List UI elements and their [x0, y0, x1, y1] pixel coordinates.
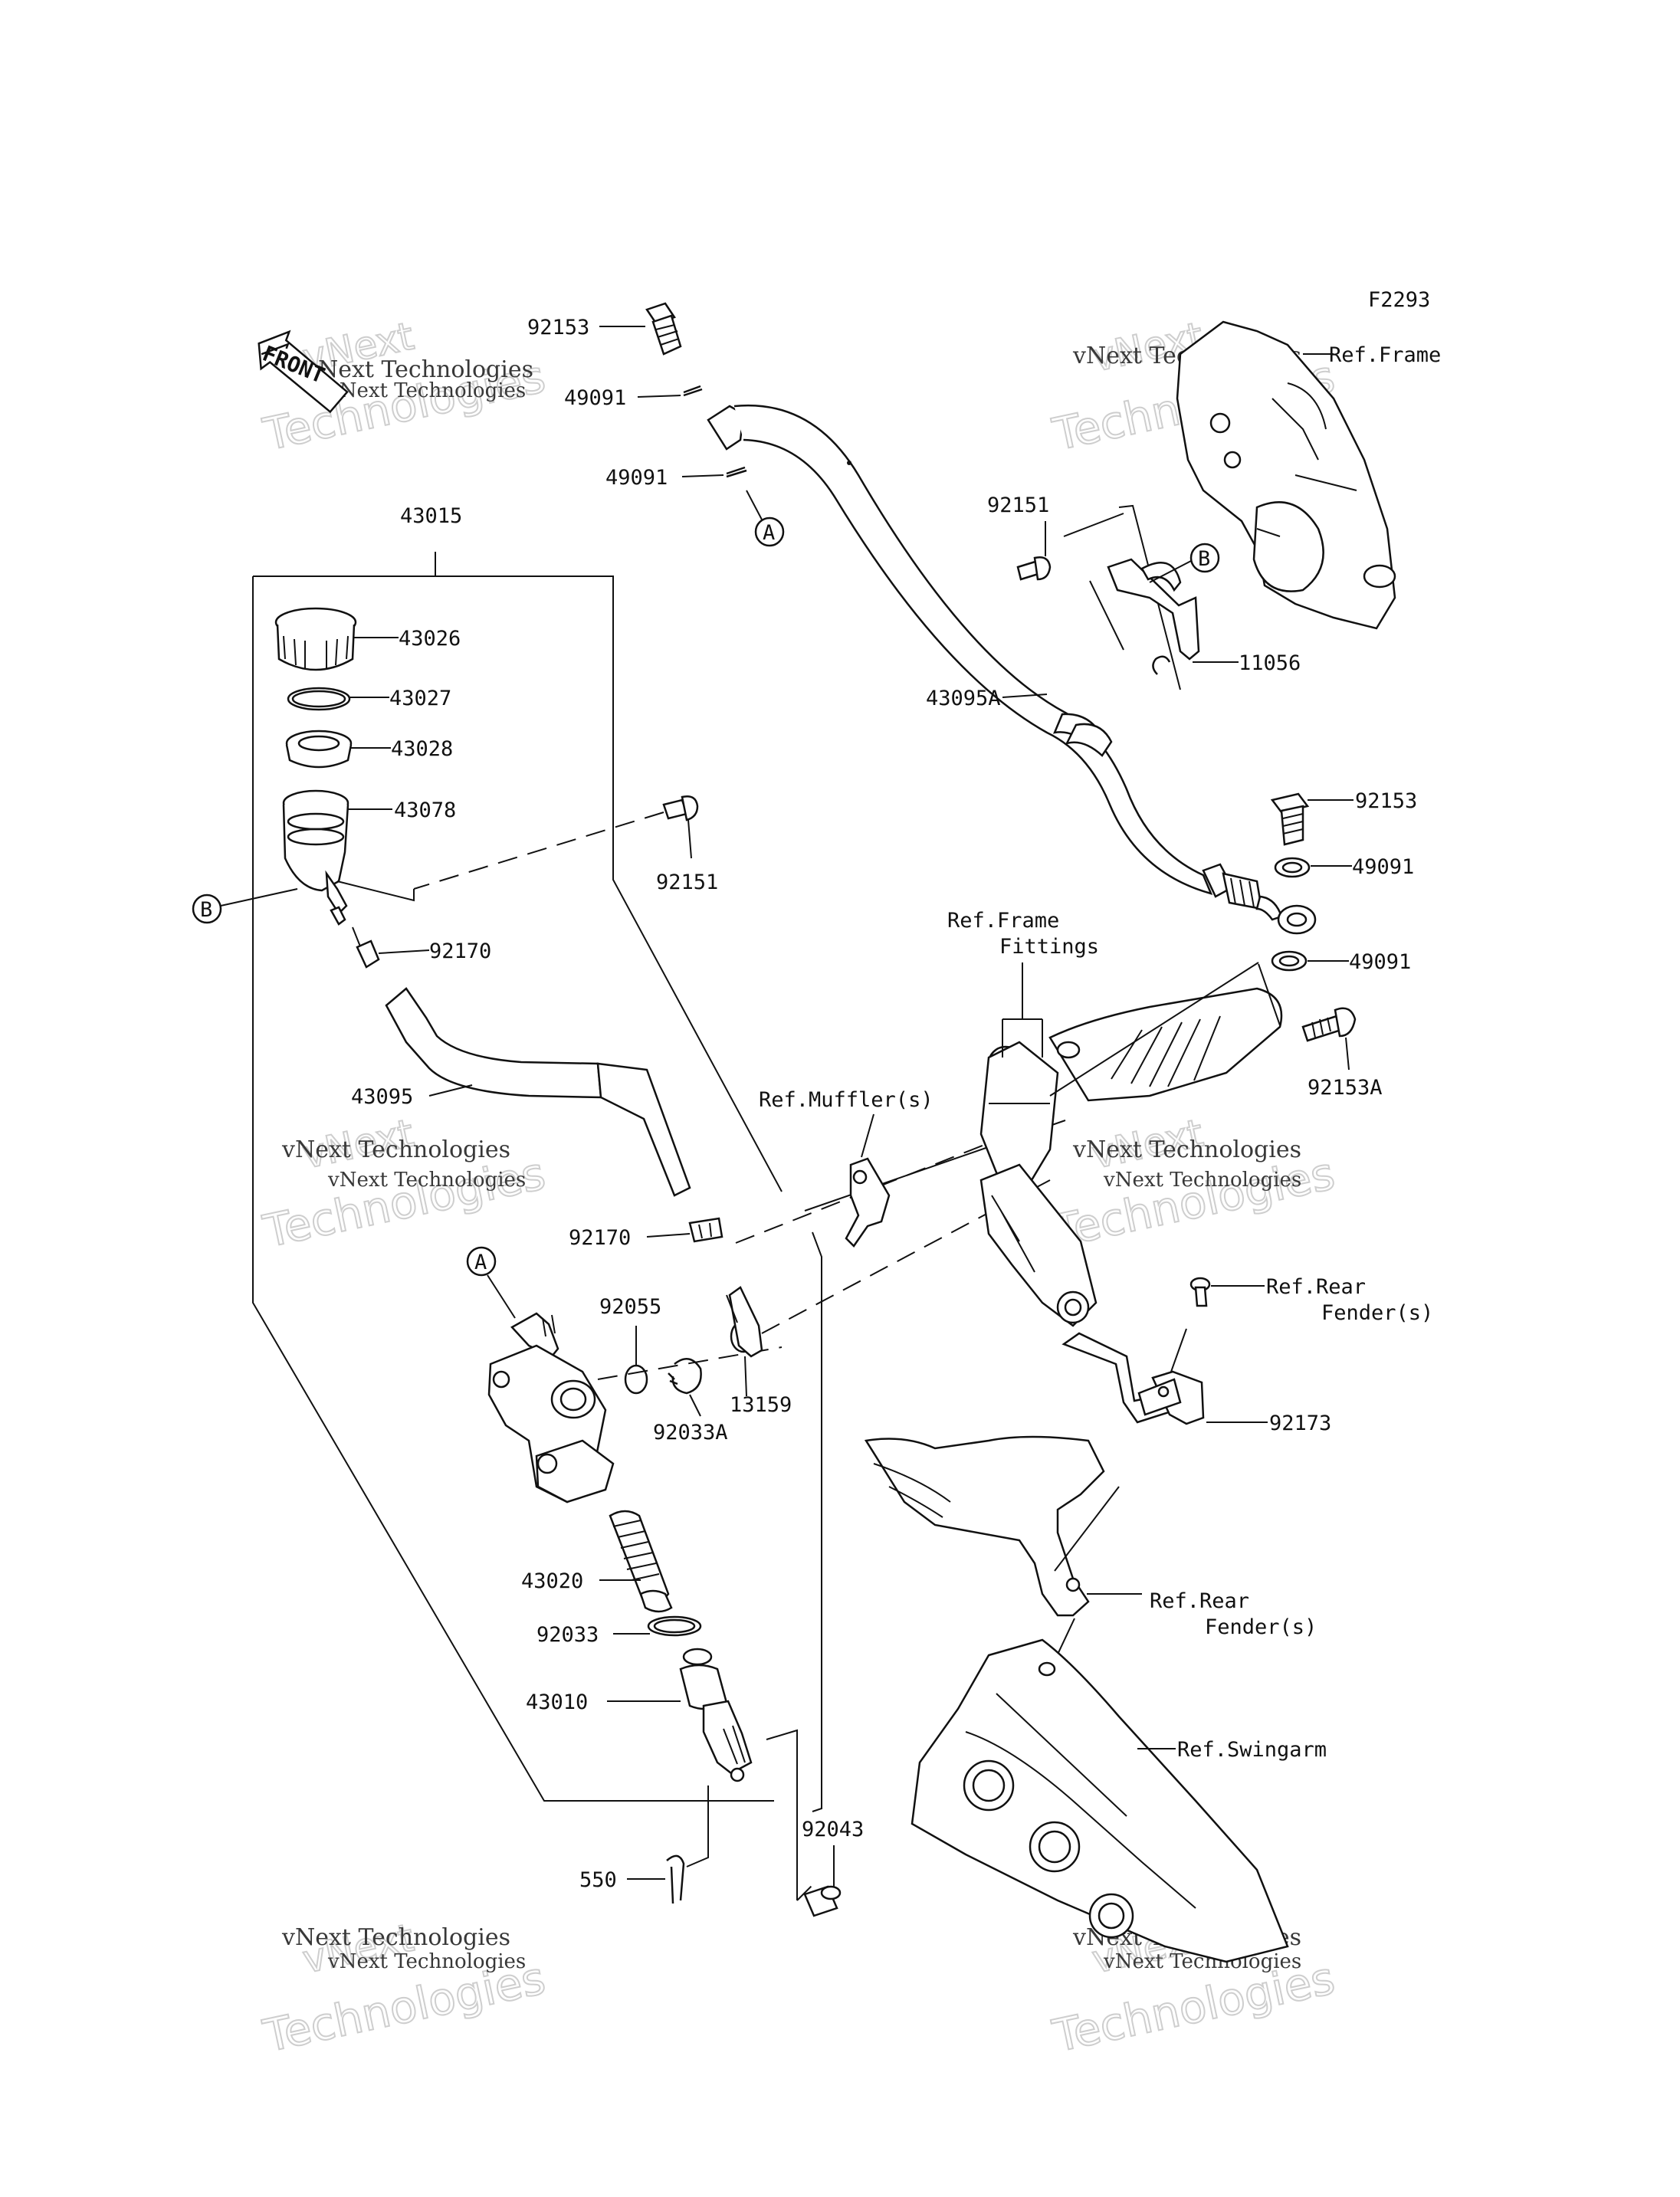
- part-number[interactable]: 43027: [389, 687, 451, 710]
- assembly-bracket-43015: 43015: [252, 504, 783, 1802]
- part-number[interactable]: 43015: [400, 504, 462, 528]
- pin-92043[interactable]: 92043: [802, 1818, 864, 1917]
- washer-49091-b[interactable]: 49091: [605, 466, 747, 490]
- ref-label: Fender(s): [1321, 1301, 1433, 1325]
- rear-fender-piece: [864, 1435, 1142, 1617]
- part-number[interactable]: 43078: [394, 798, 456, 822]
- pushrod-43020[interactable]: 43020: [521, 1510, 673, 1613]
- callout-a-left[interactable]: A: [466, 1246, 516, 1319]
- swingarm: [911, 1638, 1289, 1963]
- part-number[interactable]: 92033: [536, 1623, 599, 1647]
- bracket-92173[interactable]: 92173: [1061, 1328, 1331, 1435]
- plate-43028[interactable]: 43028: [285, 730, 453, 769]
- hose-43095a[interactable]: 43095A: [707, 404, 1317, 935]
- part-number[interactable]: 92153: [527, 316, 589, 339]
- watermark-text: vNext Technologies: [1072, 1136, 1301, 1163]
- callout-b-left[interactable]: B: [192, 888, 298, 924]
- ref-label: Ref.Frame: [947, 909, 1059, 933]
- washer-49091-a[interactable]: 49091: [564, 385, 703, 410]
- banjo-bolt-92153-top[interactable]: 92153: [527, 302, 682, 356]
- part-number[interactable]: 92151: [987, 494, 1049, 517]
- part-number[interactable]: 49091: [564, 386, 626, 410]
- frame-fittings-plate: [979, 963, 1283, 1327]
- reservoir-cap-43026[interactable]: 43026: [274, 607, 461, 671]
- part-number[interactable]: 550: [579, 1868, 617, 1892]
- ref-label: Fittings: [999, 935, 1099, 959]
- bolt-92151-left[interactable]: 92151: [336, 795, 718, 902]
- rear-fender-bolt: [1189, 1277, 1265, 1307]
- clamp-92170-bottom[interactable]: 92170: [569, 1217, 724, 1250]
- bolt-92153a[interactable]: 92153A: [1301, 1007, 1383, 1100]
- ref-label: Ref.Rear: [1266, 1275, 1366, 1299]
- part-number[interactable]: 92170: [429, 939, 491, 963]
- watermark-text: vNext Technologies: [281, 1136, 510, 1163]
- part-number[interactable]: 49091: [1349, 950, 1411, 974]
- oring-92055[interactable]: 92055: [599, 1295, 661, 1395]
- part-number[interactable]: 13159: [730, 1393, 792, 1417]
- ref-label: Fender(s): [1205, 1615, 1317, 1639]
- banjo-bolt-92153-right[interactable]: 92153: [1270, 789, 1417, 846]
- part-number[interactable]: 92170: [569, 1226, 631, 1250]
- ref-label: Ref.Swingarm: [1177, 1738, 1327, 1762]
- part-number[interactable]: 43028: [391, 737, 453, 761]
- callout-a-top[interactable]: A: [746, 490, 785, 547]
- watermark-text: vNext Technologies: [327, 1169, 526, 1192]
- muffler-bracket: [845, 1113, 891, 1248]
- part-number[interactable]: 92043: [802, 1818, 864, 1841]
- part-number[interactable]: 92151: [656, 871, 718, 894]
- part-number[interactable]: 43026: [399, 627, 461, 651]
- part-number[interactable]: 43020: [521, 1569, 583, 1593]
- ref-label: Ref.Rear: [1150, 1589, 1249, 1613]
- part-number[interactable]: 92153A: [1308, 1076, 1383, 1100]
- watermark-text: vNext Technologies: [327, 1950, 526, 1973]
- master-cylinder-body[interactable]: [487, 1312, 615, 1503]
- callout-letter: B: [1198, 547, 1210, 571]
- frame-top-right: [1176, 320, 1396, 630]
- part-number[interactable]: 92173: [1269, 1412, 1331, 1435]
- hose-43095[interactable]: 43095: [351, 987, 691, 1197]
- part-number[interactable]: 43095: [351, 1085, 413, 1109]
- watermark-text: Technologies: [1048, 1147, 1339, 1258]
- watermark-text: vNext Technologies: [281, 1924, 510, 1951]
- ring-43027[interactable]: 43027: [287, 687, 451, 711]
- washer-49091-c[interactable]: 49091: [1274, 855, 1414, 879]
- part-number[interactable]: 11056: [1239, 651, 1301, 675]
- figure-code: F2293: [1368, 288, 1430, 312]
- part-number[interactable]: 49091: [1352, 855, 1414, 879]
- watermark-text: vNext Technologies: [304, 356, 533, 383]
- joint-13159[interactable]: 13159: [726, 1286, 792, 1417]
- watermark-text: vNext Technologies: [327, 379, 526, 402]
- cotter-pin-550[interactable]: 550: [579, 1785, 709, 1904]
- clevis-43010[interactable]: 43010: [526, 1648, 753, 1782]
- watermark-text: Technologies: [258, 1147, 550, 1258]
- bolt-92151-right[interactable]: 92151: [987, 494, 1052, 581]
- part-number[interactable]: 49091: [605, 466, 668, 490]
- ref-label: Ref.Frame: [1329, 343, 1441, 367]
- circlip-92033[interactable]: 92033: [536, 1615, 702, 1647]
- clamp-92170-top[interactable]: 92170: [352, 926, 491, 969]
- part-number[interactable]: 43095A: [926, 687, 1001, 710]
- callout-letter: A: [763, 521, 775, 545]
- ref-label: Ref.Muffler(s): [759, 1088, 934, 1112]
- callout-letter: A: [474, 1251, 487, 1274]
- part-number[interactable]: 92055: [599, 1295, 661, 1319]
- circlip-92033a[interactable]: 92033A: [653, 1358, 728, 1444]
- part-number[interactable]: 43010: [526, 1690, 588, 1714]
- front-arrow-icon: FRONT: [258, 330, 349, 414]
- reservoir-43078[interactable]: 43078: [282, 789, 456, 926]
- callout-b-right[interactable]: B: [1149, 543, 1220, 583]
- washer-49091-d[interactable]: 49091: [1271, 950, 1411, 974]
- watermark-text: vNext Technologies: [1103, 1169, 1301, 1192]
- part-number[interactable]: 92033A: [653, 1421, 728, 1444]
- callout-letter: B: [200, 898, 212, 922]
- part-number[interactable]: 92153: [1355, 789, 1417, 813]
